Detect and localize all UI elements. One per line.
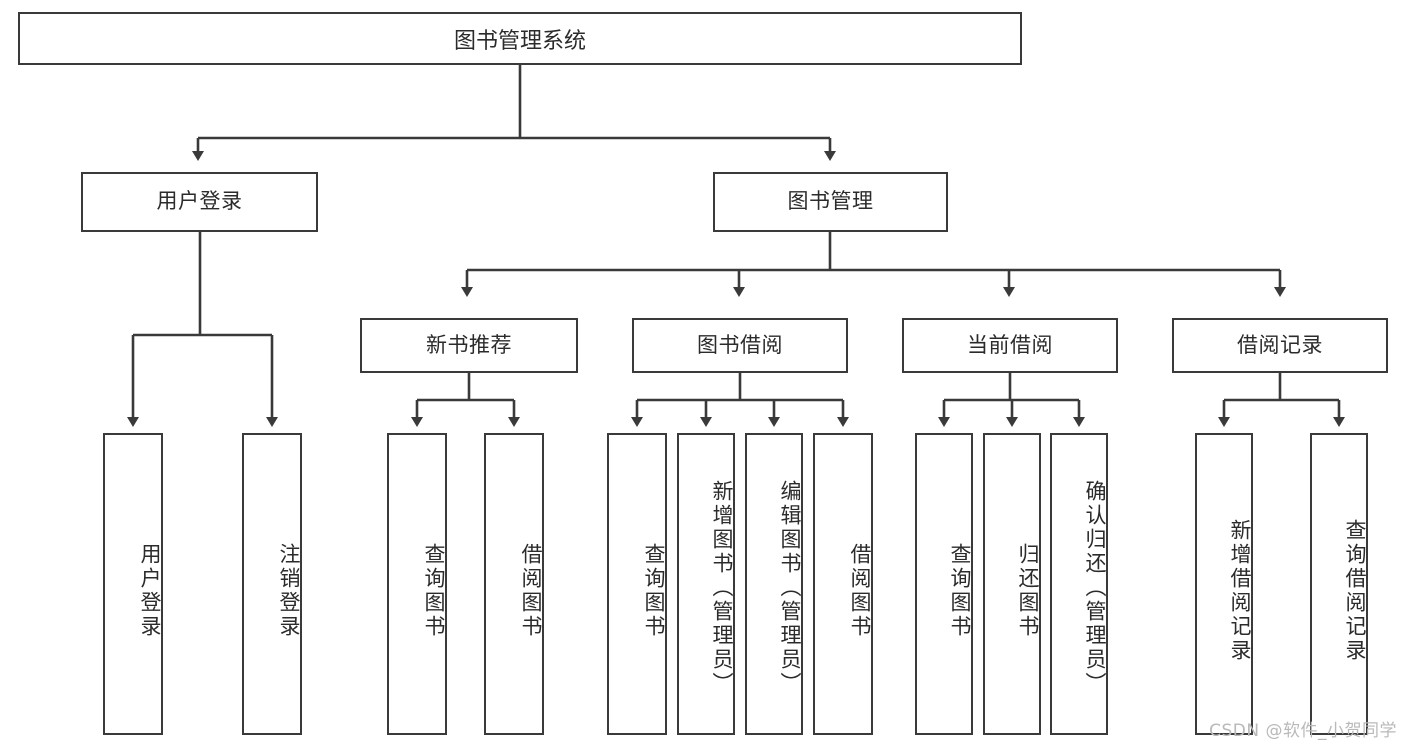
leaf-user-login[interactable]: 用户登录 bbox=[103, 433, 163, 735]
node-label: 用户登录 bbox=[156, 189, 243, 214]
node-label: 图书管理 bbox=[787, 189, 874, 214]
node-root-book-management-system[interactable]: 图书管理系统 bbox=[18, 12, 1022, 65]
node-label: 新书推荐 bbox=[426, 332, 512, 357]
node-label: 归还图书 bbox=[1016, 543, 1040, 639]
node-label: 新增图书（管理员） bbox=[710, 480, 734, 696]
leaf-add-borrow-record[interactable]: 新增借阅记录 bbox=[1195, 433, 1253, 735]
node-label: 查询图书 bbox=[642, 543, 666, 639]
csdn-watermark: CSDN @软件_小贺同学 bbox=[1209, 721, 1397, 741]
node-label: 新增借阅记录 bbox=[1228, 519, 1252, 663]
node-label: 查询图书 bbox=[948, 543, 972, 639]
leaf-query-book-2[interactable]: 查询图书 bbox=[607, 433, 667, 735]
leaf-add-book[interactable]: 新增图书（管理员） bbox=[677, 433, 735, 735]
node-label: 编辑图书（管理员） bbox=[778, 480, 802, 696]
leaf-borrow-book-2[interactable]: 借阅图书 bbox=[813, 433, 873, 735]
node-current-borrow[interactable]: 当前借阅 bbox=[902, 318, 1118, 373]
node-label: 查询图书 bbox=[422, 543, 446, 639]
node-label: 注销登录 bbox=[277, 543, 301, 639]
node-label: 图书管理系统 bbox=[453, 28, 586, 54]
node-user-login[interactable]: 用户登录 bbox=[81, 172, 318, 232]
node-label: 借阅图书 bbox=[848, 543, 872, 639]
node-book-borrow[interactable]: 图书借阅 bbox=[632, 318, 848, 373]
leaf-query-borrow-record[interactable]: 查询借阅记录 bbox=[1310, 433, 1368, 735]
leaf-confirm-return[interactable]: 确认归还（管理员） bbox=[1050, 433, 1108, 735]
node-book-management[interactable]: 图书管理 bbox=[713, 172, 948, 232]
leaf-edit-book[interactable]: 编辑图书（管理员） bbox=[745, 433, 803, 735]
node-borrow-record[interactable]: 借阅记录 bbox=[1172, 318, 1388, 373]
node-label: 图书借阅 bbox=[697, 332, 783, 357]
node-label: 借阅图书 bbox=[519, 543, 543, 639]
leaf-borrow-book-1[interactable]: 借阅图书 bbox=[484, 433, 544, 735]
leaf-query-book-1[interactable]: 查询图书 bbox=[387, 433, 447, 735]
leaf-query-book-3[interactable]: 查询图书 bbox=[915, 433, 973, 735]
node-label: 查询借阅记录 bbox=[1343, 519, 1367, 663]
node-new-book-recommend[interactable]: 新书推荐 bbox=[360, 318, 578, 373]
node-label: 借阅记录 bbox=[1237, 332, 1323, 357]
leaf-return-book[interactable]: 归还图书 bbox=[983, 433, 1041, 735]
node-label: 用户登录 bbox=[138, 543, 162, 639]
node-label: 当前借阅 bbox=[967, 332, 1053, 357]
node-label: 确认归还（管理员） bbox=[1083, 480, 1107, 696]
leaf-logout-login[interactable]: 注销登录 bbox=[242, 433, 302, 735]
